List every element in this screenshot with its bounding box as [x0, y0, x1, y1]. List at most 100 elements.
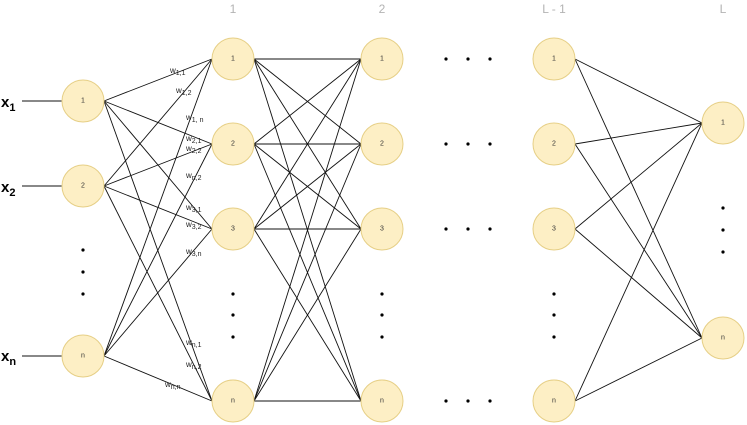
input-label-x2: x2 — [1, 179, 15, 199]
weight-base: w — [185, 144, 192, 153]
weight-label-w11: w1,1 — [169, 66, 186, 77]
ellipsis-dot-layers — [466, 142, 470, 146]
weight-sub: 1,2 — [182, 90, 192, 97]
edge-input-hidden1 — [103, 58, 213, 357]
neuron-input-2 — [61, 164, 105, 208]
neuron-input-1 — [61, 79, 105, 123]
neuron-label: 3 — [231, 226, 235, 233]
ellipsis-dot-layers — [444, 142, 448, 146]
ellipsis-dot-hidden2 — [380, 313, 384, 317]
neuron-output-1 — [701, 101, 745, 145]
edge-input-hidden1 — [103, 143, 213, 357]
ellipsis-dot-output — [721, 228, 725, 232]
weight-label-wn1: wn,1 — [185, 338, 202, 349]
ellipsis-dot-layers — [466, 399, 470, 403]
neuron-input-n — [61, 334, 105, 378]
neuron-label: 2 — [81, 183, 85, 190]
neuron-label: 1 — [81, 98, 85, 105]
edge-hiddenL1-output — [574, 122, 703, 230]
edge-hiddenL1-output — [574, 58, 703, 339]
weight-sub: 1,1 — [176, 70, 186, 77]
ellipsis-dot-layers — [444, 399, 448, 403]
weight-sub: 3,n — [192, 251, 202, 258]
ellipsis-dot-hidden1 — [231, 313, 235, 317]
ellipsis-dot-layers — [488, 399, 492, 403]
neuron-hidden-1-1 — [211, 37, 255, 81]
neuron-label: 2 — [231, 141, 235, 148]
edge-input-hidden1 — [103, 58, 213, 102]
weight-label-w1n: w1, n — [185, 113, 204, 124]
layer-title-hidden-L-minus-1: L - 1 — [542, 2, 566, 16]
ellipsis-dot-layers — [488, 227, 492, 231]
ellipsis-dot-layers — [488, 57, 492, 61]
edge-input-hidden1 — [103, 58, 213, 187]
edge-hidden1-hidden2 — [253, 228, 362, 402]
neuron-hidden-2-1 — [360, 37, 404, 81]
neuron-label: n — [231, 398, 235, 405]
input-label-base: x — [1, 179, 10, 196]
ellipsis-dot-hiddenL1 — [552, 335, 556, 339]
ellipsis-dot-layers — [488, 142, 492, 146]
edge-hiddenL1-output — [574, 337, 703, 402]
input-label-base: x — [1, 348, 10, 365]
weight-base: w — [169, 66, 176, 75]
layer-title-output: L — [720, 2, 727, 16]
layer-title-hidden-1: 1 — [230, 2, 237, 16]
edge-input-hidden1 — [103, 228, 213, 357]
ellipsis-dot-layers — [466, 57, 470, 61]
neuron-hidden-1-n — [211, 379, 255, 423]
neuron-label: n — [380, 398, 384, 405]
edge-hidden1-hidden2 — [253, 58, 362, 230]
neuron-hidden-L-minus-1-2 — [532, 122, 576, 166]
weight-label-wn2: wn,2 — [185, 360, 202, 371]
neuron-label: 3 — [380, 226, 384, 233]
weight-label-w3n: w3,n — [185, 247, 202, 258]
weight-sub: n,n — [171, 384, 181, 391]
weight-label-w31: w3,1 — [185, 203, 202, 214]
ellipsis-dot-hidden2 — [380, 335, 384, 339]
weight-label-w12: w1,2 — [175, 86, 192, 97]
ellipsis-dot-layers — [466, 227, 470, 231]
neuron-label: n — [721, 335, 725, 342]
neuron-label: 2 — [380, 141, 384, 148]
neuron-label: n — [81, 353, 85, 360]
neuron-label: 3 — [552, 226, 556, 233]
neuron-output-n — [701, 316, 745, 360]
weight-base: w — [185, 134, 192, 143]
ellipsis-dot-hidden2 — [380, 292, 384, 296]
edge-hiddenL1-output — [574, 122, 703, 145]
weight-sub: 3,1 — [192, 207, 202, 214]
ellipsis-dot-layers — [444, 57, 448, 61]
ellipsis-dot-input — [81, 292, 85, 296]
edge-hiddenL1-output — [574, 228, 703, 339]
weight-label-w21: w2,1 — [185, 134, 202, 145]
weight-base: w — [185, 360, 192, 369]
connections — [22, 58, 703, 402]
neuron-label: 2 — [552, 141, 556, 148]
weight-base: w — [185, 338, 192, 347]
weight-label-wn2-top: wn,2 — [185, 171, 202, 182]
neuron-label: 1 — [552, 56, 556, 63]
weight-sub: 2,2 — [192, 148, 202, 155]
neuron-label: n — [552, 398, 556, 405]
neuron-hidden-L-minus-1-1 — [532, 37, 576, 81]
weight-base: w — [185, 113, 192, 122]
edge-hiddenL1-output — [574, 143, 703, 339]
input-label-xn: xn — [1, 348, 16, 368]
neuron-hidden-L-minus-1-n — [532, 379, 576, 423]
input-label-base: x — [1, 94, 10, 111]
edge-hidden1-hidden2 — [253, 143, 362, 402]
ellipsis-dot-output — [721, 206, 725, 210]
input-label-sub: 2 — [9, 187, 15, 199]
neuron-label: 1 — [721, 120, 725, 127]
weight-sub: n,2 — [192, 175, 202, 182]
edge-input-hidden1 — [103, 355, 213, 402]
neuron-label: 1 — [380, 56, 384, 63]
ellipsis-dot-hidden1 — [231, 335, 235, 339]
ellipsis-dot-hiddenL1 — [552, 313, 556, 317]
neuron-hidden-2-n — [360, 379, 404, 423]
edge-hidden1-hidden2 — [253, 143, 362, 230]
weight-base: w — [185, 171, 192, 180]
edge-hidden1-hidden2 — [253, 58, 362, 145]
